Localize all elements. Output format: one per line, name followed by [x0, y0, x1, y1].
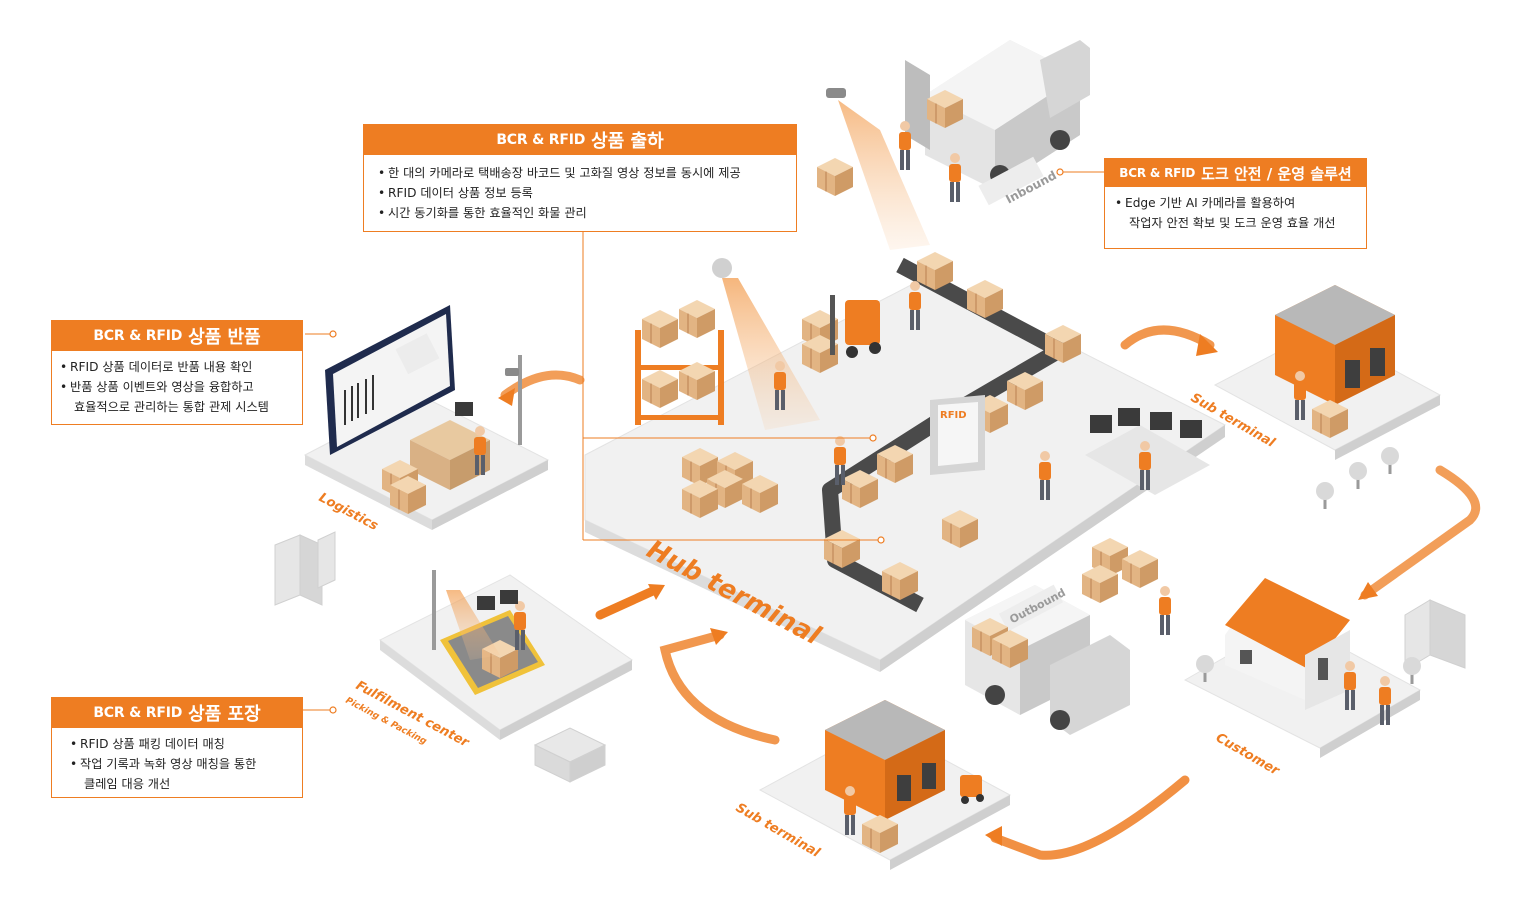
sub-terminal-top-building	[1275, 285, 1395, 405]
callout-shipping-header: BCR & RFID 상품 출하	[364, 125, 796, 155]
logistics-camera-pole	[505, 355, 522, 445]
callout-dock: BCR & RFID 도크 안전 / 운영 솔루션 Edge 기반 AI 카메라…	[1104, 158, 1367, 249]
callout-shipping-prefix: BCR & RFID	[496, 132, 586, 148]
hub-forklift	[830, 295, 881, 358]
hub-shelf	[635, 330, 724, 425]
sub-terminal-bottom-forklift	[960, 775, 984, 804]
callout-dock-list: Edge 기반 AI 카메라를 활용하여 작업자 안전 확보 및 도크 운영 효…	[1105, 187, 1366, 239]
list-item: 반품 상품 이벤트와 영상을 융합하고	[60, 377, 294, 397]
callout-dock-prefix: BCR & RFID	[1119, 166, 1196, 180]
video-wall	[325, 305, 455, 455]
list-item: 시간 동기화를 통한 효율적인 화물 관리	[378, 203, 786, 223]
callout-returns-header: BCR & RFID 상품 반품	[52, 321, 302, 351]
customer-label: Customer	[1213, 730, 1283, 779]
list-item: RFID 상품 패킹 데이터 매칭	[70, 734, 294, 754]
outbound-truck: Outbound	[965, 584, 1130, 735]
callout-shipping-list: 한 대의 카메라로 택배송장 바코드 및 고화질 영상 정보를 동시에 제공 R…	[364, 155, 796, 231]
fulfilment-monitors	[477, 590, 518, 610]
city-buildings-left	[274, 531, 336, 606]
callout-dock-header: BCR & RFID 도크 안전 / 운영 솔루션	[1105, 159, 1366, 187]
sub-terminal-bottom-building	[825, 700, 945, 820]
list-item: RFID 상품 데이터로 반품 내용 확인	[60, 357, 294, 377]
callout-returns-list: RFID 상품 데이터로 반품 내용 확인 반품 상품 이벤트와 영상을 융합하…	[52, 351, 302, 423]
callout-returns: BCR & RFID 상품 반품 RFID 상품 데이터로 반품 내용 확인 반…	[51, 320, 303, 425]
list-item: 효율적으로 관리하는 통합 관제 시스템	[74, 400, 269, 414]
list-item: 작업자 안전 확보 및 도크 운영 효율 개선	[1129, 216, 1336, 230]
callout-returns-prefix: BCR & RFID	[93, 328, 183, 344]
list-item: 한 대의 카메라로 택배송장 바코드 및 고화질 영상 정보를 동시에 제공	[378, 163, 786, 183]
callout-packing: BCR & RFID 상품 포장 RFID 상품 패킹 데이터 매칭 작업 기록…	[51, 697, 303, 798]
callout-packing-prefix: BCR & RFID	[93, 705, 183, 721]
callout-shipping-title: 상품 출하	[591, 131, 664, 152]
list-item: 클레임 대응 개선	[84, 777, 171, 791]
city-buildings-right	[1404, 599, 1466, 671]
customer-house	[1225, 578, 1350, 710]
callout-returns-title: 상품 반품	[188, 327, 261, 348]
callout-packing-title: 상품 포장	[188, 704, 261, 725]
callout-shipping: BCR & RFID 상품 출하 한 대의 카메라로 택배송장 바코드 및 고화…	[363, 124, 797, 232]
list-item: Edge 기반 AI 카메라를 활용하여	[1115, 193, 1358, 213]
warehouse-small	[533, 727, 607, 783]
rfid-gate: RFID	[930, 395, 985, 475]
rfid-gate-label: RFID	[940, 410, 967, 421]
inbound-truck: Inbound	[905, 40, 1090, 207]
leader-lines	[302, 171, 1104, 711]
callout-dock-title: 도크 안전 / 운영 솔루션	[1201, 164, 1352, 183]
list-item: RFID 데이터 상품 정보 등록	[378, 183, 786, 203]
callout-packing-list: RFID 상품 패킹 데이터 매칭 작업 기록과 녹화 영상 매칭을 통한 클레…	[52, 728, 302, 800]
list-item: 작업 기록과 녹화 영상 매칭을 통한	[70, 754, 294, 774]
callout-packing-header: BCR & RFID 상품 포장	[52, 698, 302, 728]
